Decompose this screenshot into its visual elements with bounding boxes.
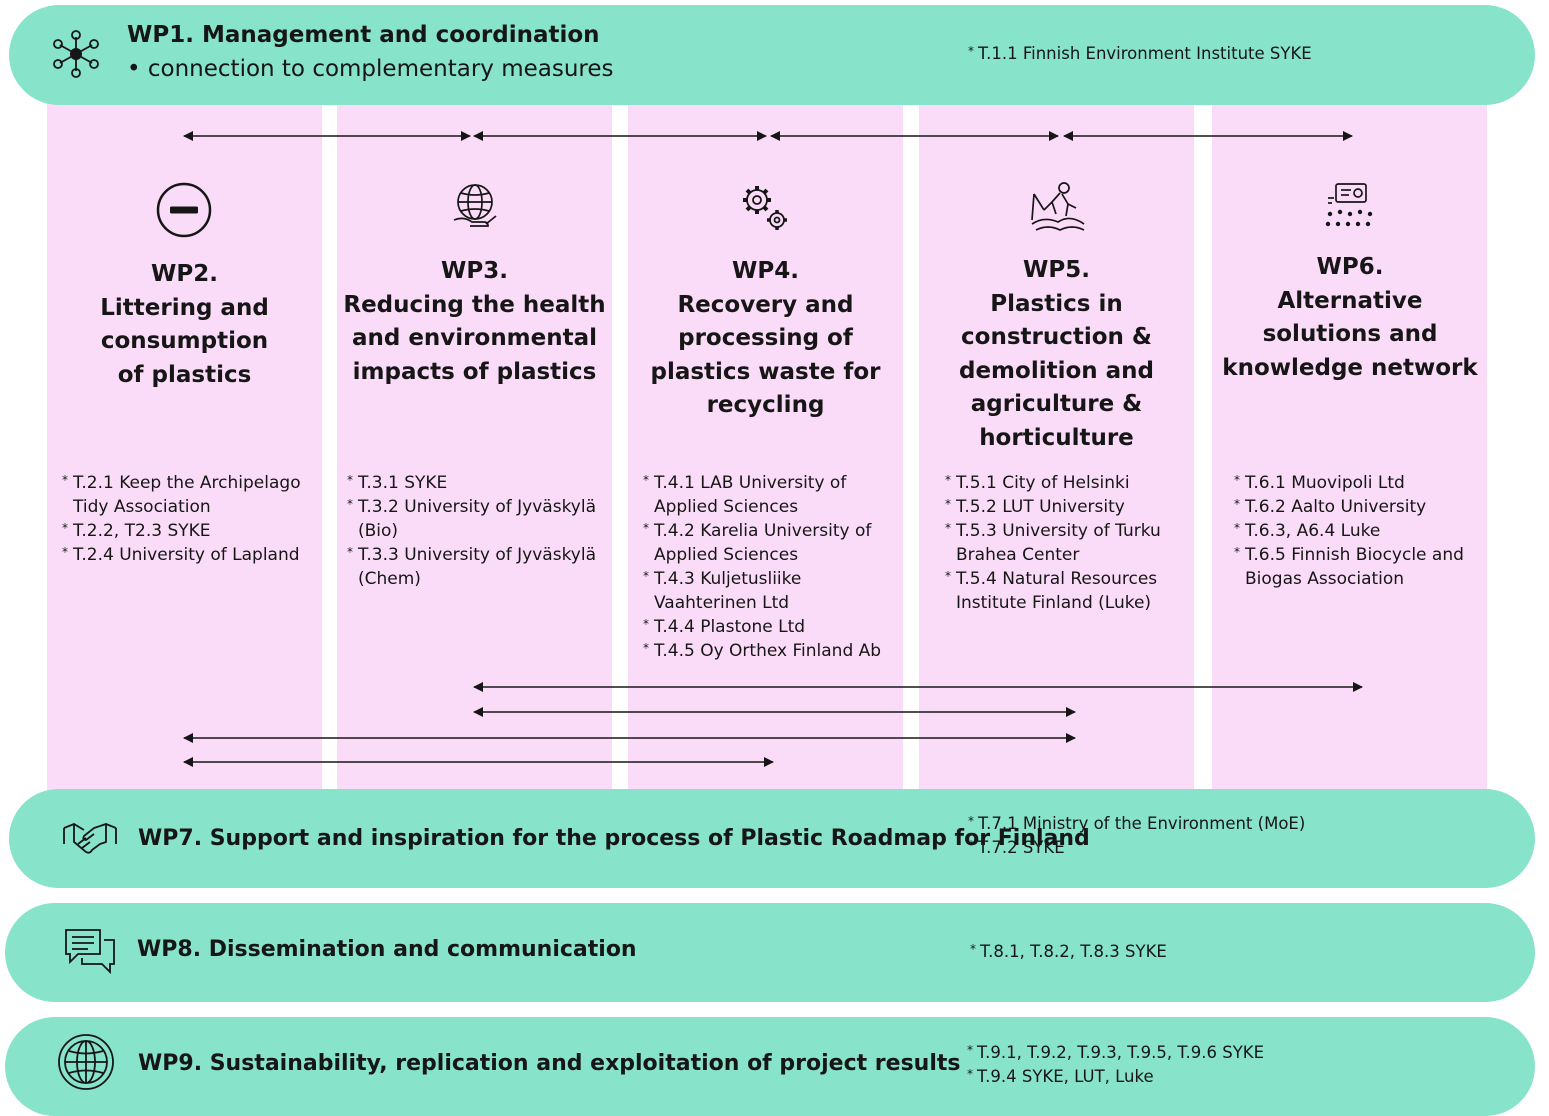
task-item: T.6.2 Aalto University bbox=[1234, 492, 1474, 519]
task-item: T.3.1 SYKE bbox=[347, 468, 609, 495]
wp6-heading: WP6. Alternative solutions and knowledge… bbox=[1222, 254, 1478, 381]
network-nodes-icon bbox=[53, 30, 99, 78]
partner-item: T.7.2 SYKE bbox=[968, 833, 1305, 860]
task-item: T.6.5 Finnish Biocycle and Biogas Associ… bbox=[1234, 540, 1474, 591]
minus-circle-icon bbox=[156, 182, 212, 238]
task-item: T.4.3 Kuljetusliike Vaahterinen Ltd bbox=[643, 564, 901, 615]
wp2-column bbox=[47, 100, 322, 800]
wp8-band bbox=[5, 903, 1535, 1002]
globe-icon bbox=[58, 1034, 114, 1090]
farmer-icon bbox=[1031, 182, 1085, 231]
task-item: T.3.2 University of Jyväskylä (Bio) bbox=[347, 492, 609, 543]
wp8-partners: T.8.1, T.8.2, T.8.3 SYKE bbox=[970, 937, 1167, 964]
wp2-tasks: T.2.1 Keep the Archipelago Tidy Associat… bbox=[62, 468, 312, 567]
task-item: T.4.2 Karelia University of Applied Scie… bbox=[643, 516, 901, 567]
wp3-heading: WP3. Reducing the health and environment… bbox=[343, 258, 606, 385]
wp4-tasks: T.4.1 LAB University of Applied Sciences… bbox=[643, 468, 901, 663]
task-item: T.5.4 Natural Resources Institute Finlan… bbox=[945, 564, 1185, 615]
task-item: T.3.3 University of Jyväskylä (Chem) bbox=[347, 540, 609, 591]
task-item: T.4.1 LAB University of Applied Sciences bbox=[643, 468, 901, 519]
gears-icon bbox=[743, 186, 787, 230]
wp1-partners: T.1.1 Finnish Environment Institute SYKE bbox=[968, 39, 1312, 66]
task-item: T.4.4 Plastone Ltd bbox=[643, 612, 901, 639]
wp9-band bbox=[5, 1017, 1535, 1116]
wp1-title: WP1. Management and coordination bbox=[127, 22, 600, 48]
wp1-subtitle: • connection to complementary measures bbox=[127, 56, 614, 82]
task-item: T.2.1 Keep the Archipelago Tidy Associat… bbox=[62, 468, 312, 519]
wp9-title: WP9. Sustainability, replication and exp… bbox=[138, 1051, 961, 1076]
wp9-partners: T.9.1, T.9.2, T.9.3, T.9.5, T.9.6 SYKE T… bbox=[967, 1038, 1264, 1089]
task-item: T.6.3, A6.4 Luke bbox=[1234, 516, 1474, 543]
partner-item: T.9.1, T.9.2, T.9.3, T.9.5, T.9.6 SYKE bbox=[967, 1038, 1264, 1065]
wp2-heading: WP2. Littering and consumption of plasti… bbox=[100, 261, 269, 388]
task-item: T.6.1 Muovipoli Ltd bbox=[1234, 468, 1474, 495]
task-item: T.2.2, T2.3 SYKE bbox=[62, 516, 312, 543]
task-item: T.2.4 University of Lapland bbox=[62, 540, 312, 567]
wp5-heading: WP5. Plastics in construction & demoliti… bbox=[958, 257, 1155, 451]
network-screen-icon bbox=[1325, 183, 1373, 227]
task-item: T.5.1 City of Helsinki bbox=[945, 468, 1185, 495]
partner-item: T.7.1 Ministry of the Environment (MoE) bbox=[968, 809, 1305, 836]
globe-in-hand-icon bbox=[453, 184, 497, 227]
partner-item: T.9.4 SYKE, LUT, Luke bbox=[967, 1062, 1264, 1089]
wp4-heading: WP4. Recovery and processing of plastics… bbox=[650, 258, 881, 418]
chat-bubbles-icon bbox=[65, 929, 115, 975]
wp6-tasks: T.6.1 Muovipoli Ltd T.6.2 Aalto Universi… bbox=[1234, 468, 1474, 591]
partner-item: T.1.1 Finnish Environment Institute SYKE bbox=[968, 39, 1312, 66]
partner-item: T.8.1, T.8.2, T.8.3 SYKE bbox=[970, 937, 1167, 964]
wp5-tasks: T.5.1 City of Helsinki T.5.2 LUT Univers… bbox=[945, 468, 1185, 615]
wp8-title: WP8. Dissemination and communication bbox=[137, 937, 637, 962]
task-item: T.5.3 University of Turku Brahea Center bbox=[945, 516, 1185, 567]
wp7-partners: T.7.1 Ministry of the Environment (MoE) … bbox=[968, 809, 1305, 860]
task-item: T.4.5 Oy Orthex Finland Ab bbox=[643, 636, 901, 663]
wp7-title: WP7. Support and inspiration for the pro… bbox=[138, 826, 1090, 851]
handshake-icon bbox=[63, 822, 117, 854]
wp3-tasks: T.3.1 SYKE T.3.2 University of Jyväskylä… bbox=[347, 468, 609, 591]
task-item: T.5.2 LUT University bbox=[945, 492, 1185, 519]
